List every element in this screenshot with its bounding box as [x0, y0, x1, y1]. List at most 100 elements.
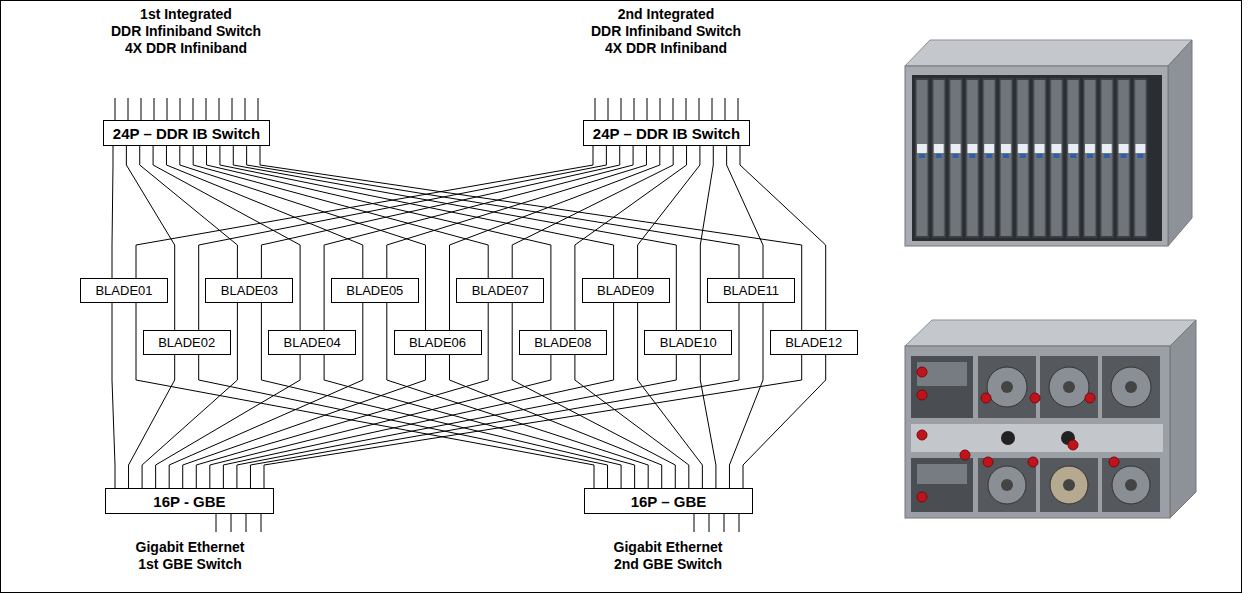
connector-line	[261, 303, 621, 488]
blade-name: BLADE09	[597, 283, 654, 298]
chassis-rear	[905, 346, 1170, 518]
fan	[987, 367, 1027, 407]
connector-line	[264, 355, 802, 488]
blade-name: BLADE06	[409, 335, 466, 350]
fan	[1112, 466, 1150, 504]
connector-line	[743, 355, 826, 488]
blade-name: BLADE08	[534, 335, 591, 350]
heading-text: DDR Infiniband Switch	[591, 23, 741, 40]
connector-line	[727, 146, 763, 278]
marker-dot	[981, 393, 991, 403]
psu-module	[911, 356, 973, 418]
fan-module	[978, 458, 1036, 512]
chassis-side	[1168, 40, 1192, 246]
switch-name: 24P – DDR IB Switch	[113, 125, 260, 142]
blade-box: BLADE01	[80, 278, 168, 303]
fan	[1049, 367, 1089, 407]
psu-module	[911, 458, 973, 512]
switch-name: 24P – DDR IB Switch	[593, 125, 740, 142]
fan	[988, 466, 1026, 504]
heading-text: 4X DDR Infiniband	[605, 40, 727, 57]
connector-line	[223, 303, 613, 488]
connector-line	[729, 303, 763, 488]
connector-line	[260, 146, 802, 330]
port-ticks	[595, 98, 738, 120]
chassis-side	[1170, 320, 1196, 518]
blade-name: BLADE04	[284, 335, 341, 350]
fan-hub	[1063, 381, 1075, 393]
connector-line	[199, 355, 608, 488]
connector-line	[112, 146, 113, 278]
connector-line	[261, 146, 619, 278]
connector-line	[237, 355, 676, 488]
fan-hub	[1001, 381, 1013, 393]
io-port	[1001, 431, 1015, 445]
blade-name: BLADE10	[660, 335, 717, 350]
marker-dot	[1085, 393, 1095, 403]
connector-line	[250, 303, 739, 488]
fan-hub	[1001, 479, 1013, 491]
switch-name: 16P - GBE	[153, 493, 225, 510]
psu-module	[917, 464, 967, 484]
marker-dot	[1030, 393, 1040, 403]
blade-box: BLADE10	[644, 330, 732, 355]
heading-text: 2nd Integrated	[618, 6, 714, 23]
fan-hub	[1063, 479, 1075, 491]
marker-dot	[1109, 457, 1119, 467]
blade-box: BLADE03	[205, 278, 293, 303]
connector-line	[575, 355, 689, 488]
footer-text: 2nd GBE Switch	[614, 556, 722, 573]
connector-line	[638, 146, 700, 278]
heading-text: 4X DDR Infiniband	[125, 40, 247, 57]
marker-dot	[960, 450, 970, 460]
heading-text: DDR Infiniband Switch	[111, 23, 261, 40]
switch-name: 16P – GBE	[631, 493, 707, 510]
connector-line	[247, 146, 739, 278]
blade-box: BLADE02	[143, 330, 231, 355]
blade-box: BLADE12	[770, 330, 858, 355]
heading-text: 1st Integrated	[140, 6, 232, 23]
gbe-switch-box: 16P - GBE	[105, 488, 274, 514]
marker-dot	[917, 367, 927, 377]
blade-name: BLADE03	[221, 283, 278, 298]
connector-line	[196, 303, 488, 488]
port-ticks	[694, 514, 739, 532]
fan	[1111, 367, 1151, 407]
connector-line	[142, 303, 237, 488]
chassis-front	[905, 66, 1168, 246]
marker-dot	[1068, 440, 1078, 450]
marker-dots	[917, 367, 1119, 502]
blade-box: BLADE07	[456, 278, 544, 303]
io-band	[911, 424, 1163, 452]
chassis-top	[905, 40, 1192, 66]
connector-line	[575, 146, 687, 330]
blade-slots	[914, 78, 1150, 238]
connector-line	[112, 303, 115, 488]
blade-box: BLADE09	[582, 278, 670, 303]
marker-dot	[917, 430, 927, 440]
blade-name: BLADE07	[472, 283, 529, 298]
connector-line	[129, 355, 175, 488]
connector-line	[183, 355, 426, 488]
connector-line	[324, 355, 635, 488]
ib-switch-box: 24P – DDR IB Switch	[583, 120, 750, 146]
chassis-front-photo	[905, 40, 1192, 246]
fan	[1050, 466, 1088, 504]
port-ticks	[216, 514, 261, 532]
port-ticks	[115, 98, 258, 120]
marker-dot	[983, 457, 993, 467]
marker-dot	[917, 390, 927, 400]
blade-bay	[912, 75, 1162, 241]
ib-switch-box: 24P – DDR IB Switch	[103, 120, 270, 146]
fan-module	[1102, 458, 1160, 512]
fan-hub	[1125, 381, 1137, 393]
blade-box: BLADE05	[331, 278, 419, 303]
footer-text: Gigabit Ethernet	[136, 539, 245, 556]
blade-box: BLADE04	[268, 330, 356, 355]
blade-box: BLADE06	[394, 330, 482, 355]
blade-box: BLADE08	[519, 330, 607, 355]
marker-dot	[917, 492, 927, 502]
blade-box: BLADE11	[707, 278, 795, 303]
